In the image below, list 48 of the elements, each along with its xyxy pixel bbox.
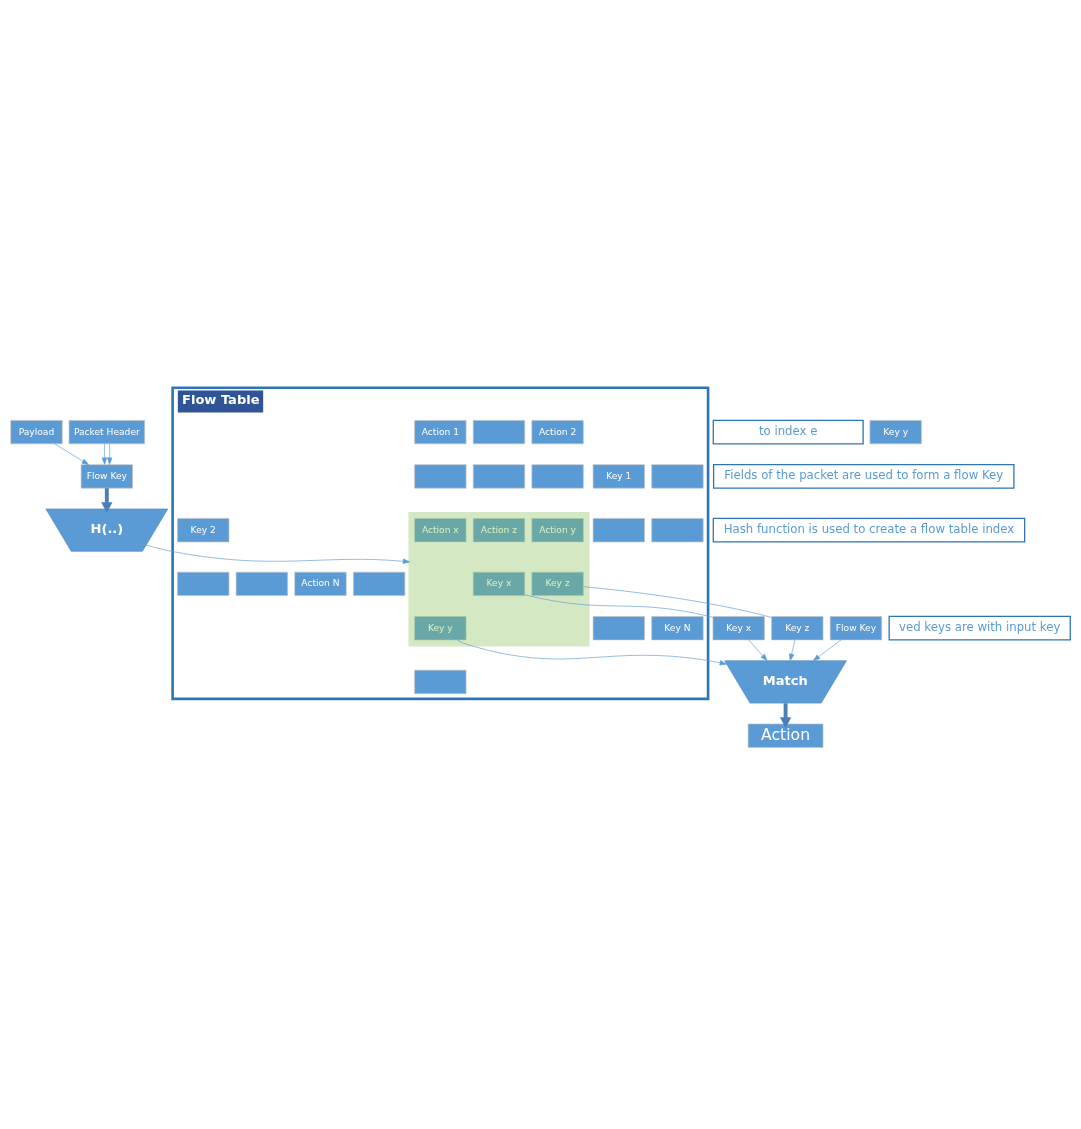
node-box: Key y (869, 419, 922, 444)
node-box (651, 517, 704, 542)
node-box: Flow Key (829, 615, 882, 640)
node-box (531, 463, 584, 488)
node-box (592, 517, 645, 542)
node-box: Action y (531, 517, 584, 542)
node-box: Key x (472, 571, 526, 596)
node-box (472, 419, 526, 444)
node-box: Action z (472, 517, 526, 542)
node-box: Key y (414, 615, 467, 640)
arrow (456, 639, 727, 665)
node-box: Key 1 (592, 463, 645, 488)
node-box: Action (747, 723, 824, 748)
node-box (177, 571, 230, 596)
connector (583, 585, 772, 618)
node-box: Action 2 (531, 419, 584, 444)
cluster (408, 511, 590, 646)
node-box: Packet Header (68, 419, 145, 444)
node-box (235, 571, 288, 596)
arrow (779, 702, 792, 728)
node-box: Key 2 (177, 517, 230, 542)
node-box (414, 463, 467, 488)
node-box: Key z (531, 571, 584, 596)
node-box (353, 571, 406, 596)
node-box: to index e (712, 419, 864, 444)
arrow (812, 639, 842, 661)
arrow (107, 443, 113, 465)
node-box: Fields of the packet are used to form a flow Key (712, 463, 1015, 489)
node-box: Payload (10, 419, 63, 444)
node-box (592, 615, 645, 640)
node-box: Key N (651, 615, 704, 640)
connector (524, 593, 714, 618)
node-box (414, 669, 467, 694)
node-box: Action N (294, 571, 347, 596)
arrow (54, 443, 89, 465)
arrow (146, 544, 411, 564)
arrow (748, 639, 768, 661)
arrow (789, 639, 796, 661)
node-box: ved keys are with input key (888, 615, 1071, 641)
node-box (472, 463, 526, 488)
arrow (101, 443, 107, 465)
node-box: Action 1 (414, 419, 467, 444)
node-box: Key z (771, 615, 824, 640)
node-box: Flow Key (80, 463, 133, 488)
node-box: Hash function is used to create a flow table index (712, 517, 1026, 543)
node-box: Key x (712, 615, 765, 640)
node-box: Action x (414, 517, 467, 542)
node-box (651, 463, 704, 488)
